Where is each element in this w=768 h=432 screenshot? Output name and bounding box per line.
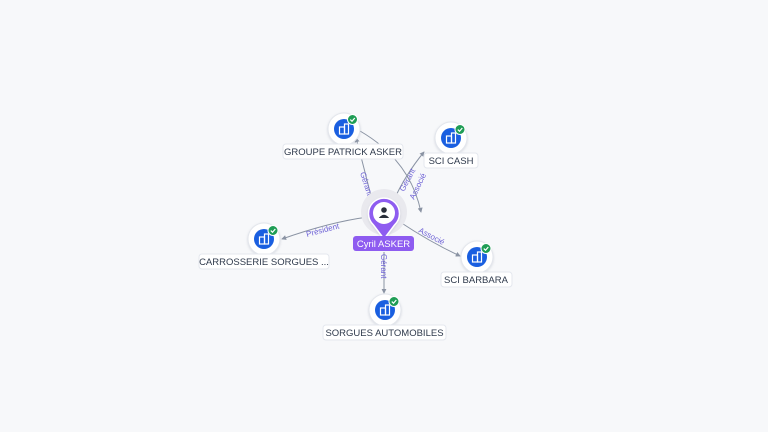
edge-groupe [354,137,372,197]
person-label: Cyril ASKER [357,239,410,250]
edge-label-carrosserie: Président [305,221,341,239]
check-icon [347,114,358,125]
company-node-sorgues[interactable]: SORGUES AUTOMOBILES [322,293,447,341]
edge-barbara [399,221,461,257]
company-label-sorgues: SORGUES AUTOMOBILES [325,328,443,339]
user-icon [378,207,390,218]
company-node-scicash[interactable]: SCI CASH [423,121,479,169]
company-label-scicash: SCI CASH [429,156,474,167]
company-label-barbara: SCI BARBARA [444,275,509,286]
company-label-carrosserie: CARROSSERIE SORGUES ... [199,257,329,268]
company-label-groupe: GROUPE PATRICK ASKER [284,147,402,158]
person-node[interactable]: Cyril ASKER [353,189,414,251]
company-node-carrosserie[interactable]: CARROSSERIE SORGUES ... [198,222,330,270]
edge-label-barbara: Associé [417,226,446,247]
edge-label-sorgues: Gérant [379,254,388,279]
check-icon [454,124,466,135]
edge-carrosserie [281,216,369,240]
edge-groupe-scicash-associe [359,130,423,213]
check-icon [388,296,400,307]
check-icon [267,225,279,236]
check-icon [480,243,492,254]
person-label-box [353,236,414,251]
building-icon [334,119,354,139]
company-node-groupe[interactable]: GROUPE PATRICK ASKER [282,112,404,160]
company-node-barbara[interactable]: SCI BARBARA [440,240,513,288]
